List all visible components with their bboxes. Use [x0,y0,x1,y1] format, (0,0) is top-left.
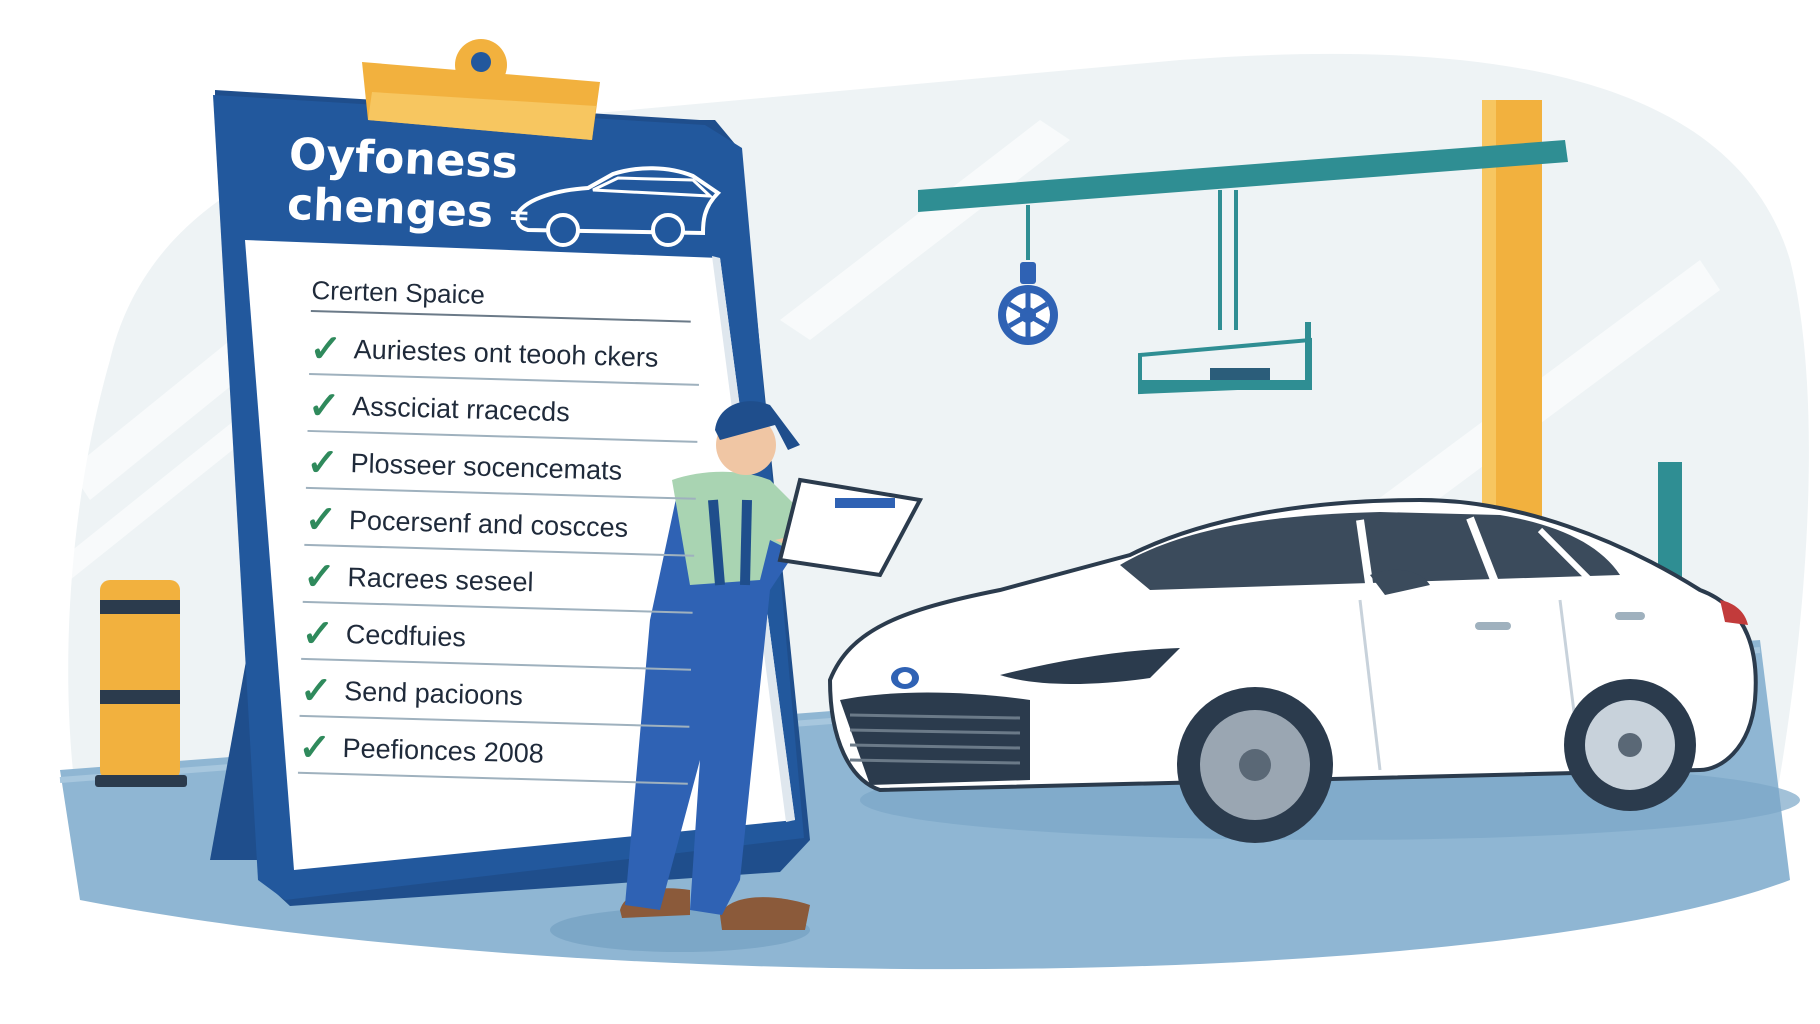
car-lift [918,100,1682,582]
check-icon: ✓ [299,669,333,713]
check-icon: ✓ [307,384,341,428]
checklist-item-label: Auriestes ont teooh ckers [353,334,659,373]
clipboard-title-line2-text: chenges [286,178,495,238]
check-icon: ✓ [309,327,343,371]
check-icon: ✓ [301,612,335,656]
car-badge-icon [891,667,919,689]
checklist-item-label: Send pacioons [343,676,524,712]
white-sedan [827,497,1800,843]
check-icon: ✓ [304,498,338,542]
clipboard-clip [362,39,600,140]
check-icon: ✓ [298,726,332,770]
check-icon: ✓ [306,441,340,485]
checklist-item-label: Racrees seseel [347,562,534,598]
check-icon: ✓ [302,555,336,599]
clipboard-title: Oyfoness chenges = [286,129,533,241]
checklist-item-label: Pocersenf and coscces [348,505,629,543]
clipboard-title-line2: chenges = [286,178,531,241]
checklist-item-label: Plosseer socencemats [350,448,623,486]
bollard [95,580,187,787]
car-outline-icon [515,166,722,247]
checklist-item-label: Cecdfuies [345,619,467,653]
wheel-icon [998,262,1058,345]
checklist-item-label: Peefionces 2008 [342,733,545,769]
checklist: Crerten Spaice ✓ Auriestes ont teooh cke… [298,270,732,788]
checklist-item: ✓ Peefionces 2008 [298,719,719,788]
checklist-item-label: Assciciat rracecds [351,391,571,428]
clipboard-title-dash: = [507,200,531,232]
